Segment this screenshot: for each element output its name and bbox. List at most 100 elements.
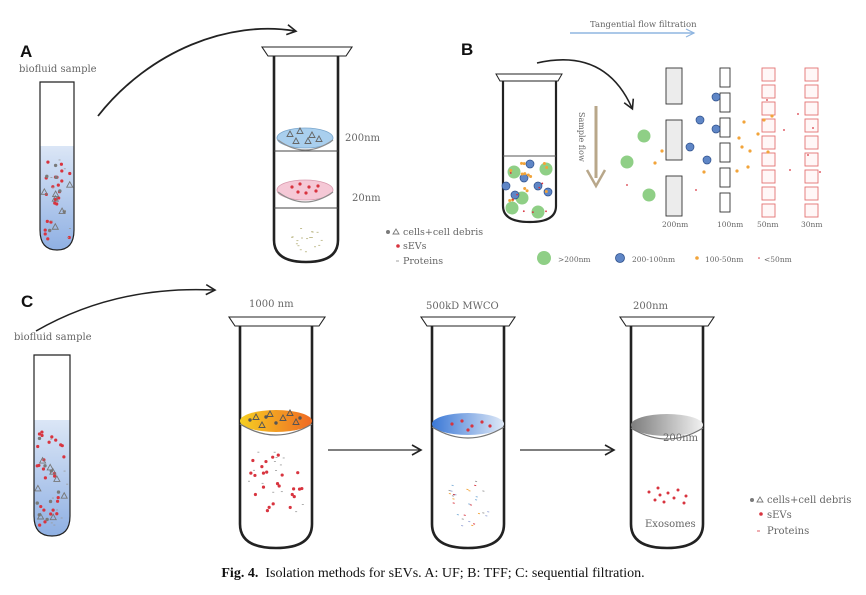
- sev-dot: [38, 523, 42, 527]
- sev-dot: [265, 509, 270, 513]
- panel-a-sample-label: biofluid sample: [19, 64, 97, 75]
- sev-dot: [46, 160, 50, 164]
- debris-triangle-icon: [266, 410, 274, 417]
- sev-dot: [480, 420, 484, 424]
- debris-triangle-icon: [53, 474, 61, 482]
- sev-dot: [264, 459, 268, 464]
- exosome-dot: [666, 491, 670, 495]
- protein-mark: [461, 518, 464, 520]
- legend-tiny-particle: [758, 257, 760, 259]
- debris-triangle-icon: [315, 135, 323, 142]
- panel-b-membrane-label-100: 100nm: [717, 220, 743, 229]
- sev-dot: [40, 433, 44, 438]
- small-particle: [740, 145, 744, 149]
- small-particle: [526, 173, 530, 177]
- small-particle: [525, 189, 529, 193]
- cell-dot: [47, 228, 52, 233]
- medium-particle: [695, 115, 705, 125]
- exosome-dot: [676, 488, 680, 492]
- protein-mark: [472, 523, 476, 525]
- sev-dot: [37, 432, 42, 436]
- tiny-particle: [531, 211, 534, 214]
- medium-particle: [501, 181, 511, 191]
- membrane-segment: [761, 84, 776, 99]
- protein-mark: [463, 514, 466, 516]
- membrane-segment: [804, 101, 819, 116]
- debris-triangle-icon: [292, 418, 300, 425]
- sev-dot: [307, 185, 311, 189]
- medium-particle: [711, 124, 721, 134]
- panel-b-legend-gt200: >200nm: [558, 255, 591, 264]
- panel-b-transfer-arrow: [536, 59, 635, 111]
- membrane-30nm: [804, 67, 819, 218]
- sev-dot: [292, 494, 296, 499]
- panel-a-filter-bottom-label: 20nm: [352, 193, 381, 204]
- tiny-particle: [538, 186, 541, 189]
- debris-triangle-icon: [296, 127, 304, 134]
- sev-dot: [46, 237, 50, 241]
- tiny-particle: [545, 210, 547, 213]
- cell-dot: [35, 501, 39, 505]
- debris-triangle-icon: [51, 194, 60, 202]
- panel-b-letter: B: [461, 40, 473, 59]
- small-particle: [509, 168, 513, 172]
- panel-b-sample-flow-label: Sample flow: [577, 112, 586, 162]
- panel-c-legend-sevs: sEVs: [767, 510, 792, 521]
- exosome-dot: [684, 494, 688, 498]
- large-particle: [642, 188, 656, 202]
- panel-a-filter-particles: [286, 127, 323, 253]
- sev-dot: [51, 508, 55, 512]
- sev-dot: [288, 505, 292, 510]
- protein-mark: [485, 515, 488, 517]
- sev-dot: [470, 424, 474, 428]
- panel-b-flow-particles: [620, 92, 821, 202]
- sev-dot: [275, 482, 280, 486]
- sev-dot: [316, 184, 320, 188]
- cell-dot: [37, 436, 42, 441]
- protein-mark: [469, 504, 472, 506]
- debris-triangle-icon: [36, 512, 45, 520]
- tiny-particle: [626, 184, 628, 186]
- panel-a-legend-proteins: Proteins: [403, 256, 443, 267]
- protein-mark: [468, 520, 471, 523]
- cell-dot: [248, 418, 252, 422]
- legend-large-particle: [537, 251, 551, 265]
- small-particle: [529, 175, 533, 179]
- panel-c-sample-tube: [33, 354, 71, 537]
- membrane-segment: [761, 118, 776, 133]
- panel-c-tube-1000nm: [227, 316, 327, 550]
- protein-mark: [471, 524, 474, 527]
- exosome-dot: [656, 486, 660, 490]
- panel-b-membrane-label-50: 50nm: [757, 220, 779, 229]
- protein-mark: [451, 495, 455, 497]
- panel-b-membrane-label-30: 30nm: [801, 220, 823, 229]
- panel-c-sample-label: biofluid sample: [14, 332, 92, 343]
- protein-mark: [474, 484, 477, 487]
- large-particle: [539, 162, 553, 176]
- membrane-segment: [804, 152, 819, 167]
- cell-dot: [54, 175, 58, 180]
- protein-mark: [468, 490, 471, 492]
- small-particle: [737, 136, 741, 140]
- panel-b-size-legend: >200nm 200-100nm 100-50nm <50nm: [537, 251, 792, 265]
- small-particle: [523, 187, 527, 191]
- cell-dot: [56, 490, 61, 494]
- debris-triangle-icon: [58, 207, 66, 214]
- cell-dot: [298, 416, 302, 420]
- protein-mark: [474, 499, 478, 501]
- debris-triangle-icon: [38, 456, 47, 464]
- membrane-100nm: [719, 67, 731, 213]
- panel-c-tube3-particles: [647, 486, 688, 505]
- panel-a-ultrafiltration-tube: [260, 46, 354, 264]
- debris-triangle-icon: [252, 413, 260, 420]
- cell-dot: [274, 421, 278, 425]
- membrane-segment: [804, 169, 819, 184]
- protein-mark: [451, 484, 454, 487]
- debris-triangle-icon: [279, 414, 287, 421]
- sev-dot: [271, 502, 275, 506]
- tiny-particle: [522, 210, 525, 213]
- panel-c-legend-proteins: Proteins: [767, 526, 809, 537]
- panel-c-tube-500kd: [419, 316, 517, 550]
- membrane-segment: [719, 92, 731, 113]
- protein-mark: [477, 512, 481, 515]
